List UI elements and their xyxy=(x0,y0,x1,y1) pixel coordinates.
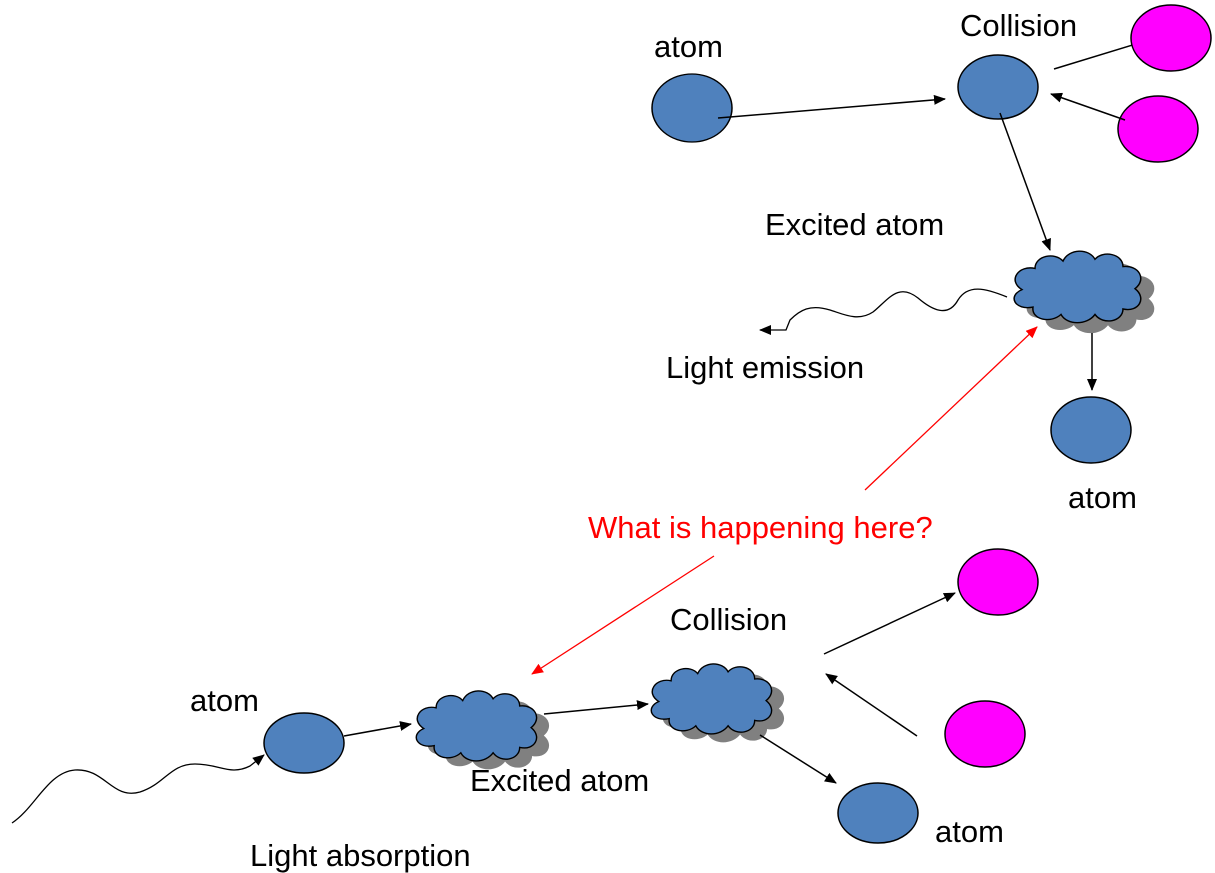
question-text: What is happening here? xyxy=(588,510,933,545)
top-atom-after-label: atom xyxy=(1068,480,1137,515)
bottom-collision-outgoing-arrow xyxy=(823,592,956,655)
bottom-collision-label: Collision xyxy=(670,602,787,637)
top-collision-label: Collision xyxy=(960,8,1077,43)
top-collision-incoming-arrow xyxy=(1050,92,1126,121)
bottom-atom-label: atom xyxy=(190,683,259,718)
bottom-absorption-label: Light absorption xyxy=(250,838,471,873)
bottom-excited-to-collision-arrow xyxy=(543,700,649,715)
top-particle-outgoing xyxy=(1130,4,1212,72)
top-colliding-atom xyxy=(957,54,1039,120)
bottom-particle-incoming xyxy=(944,700,1026,768)
bottom-atom-after-label: atom xyxy=(935,814,1004,849)
bottom-excited-atom-cloud-2 xyxy=(650,663,785,743)
question-arrow-down xyxy=(531,555,715,675)
bottom-relaxed-atom xyxy=(837,782,919,844)
top-excited-atom-cloud xyxy=(1013,250,1155,334)
top-ground-atom xyxy=(651,73,733,143)
bottom-excited-atom-cloud-1 xyxy=(415,690,550,770)
top-emission-label: Light emission xyxy=(666,350,864,385)
top-particle-incoming xyxy=(1117,95,1199,163)
bottom-excited-label: Excited atom xyxy=(470,763,649,798)
top-relaxed-atom xyxy=(1050,396,1132,464)
top-atom-label: atom xyxy=(654,29,723,64)
top-emission-wave xyxy=(759,288,1008,335)
top-collision-to-excited-arrow xyxy=(999,112,1051,251)
bottom-ground-atom xyxy=(263,712,345,774)
top-atom-to-collision-arrow xyxy=(717,94,946,119)
top-excited-label: Excited atom xyxy=(765,207,944,242)
bottom-absorption-wave xyxy=(11,754,265,824)
top-process: atom Collision Excited atom Light emissi… xyxy=(651,4,1212,515)
question-arrow-up xyxy=(864,326,1038,491)
bottom-particle-outgoing xyxy=(957,548,1039,616)
bottom-atom-to-excited-arrow xyxy=(343,721,412,737)
question-group: What is happening here? xyxy=(531,326,1038,675)
bottom-process: atom Collision Excited atom Light absorp… xyxy=(11,548,1039,873)
bottom-collision-to-atom-arrow xyxy=(759,734,837,784)
bottom-collision-incoming-arrow xyxy=(825,673,918,737)
